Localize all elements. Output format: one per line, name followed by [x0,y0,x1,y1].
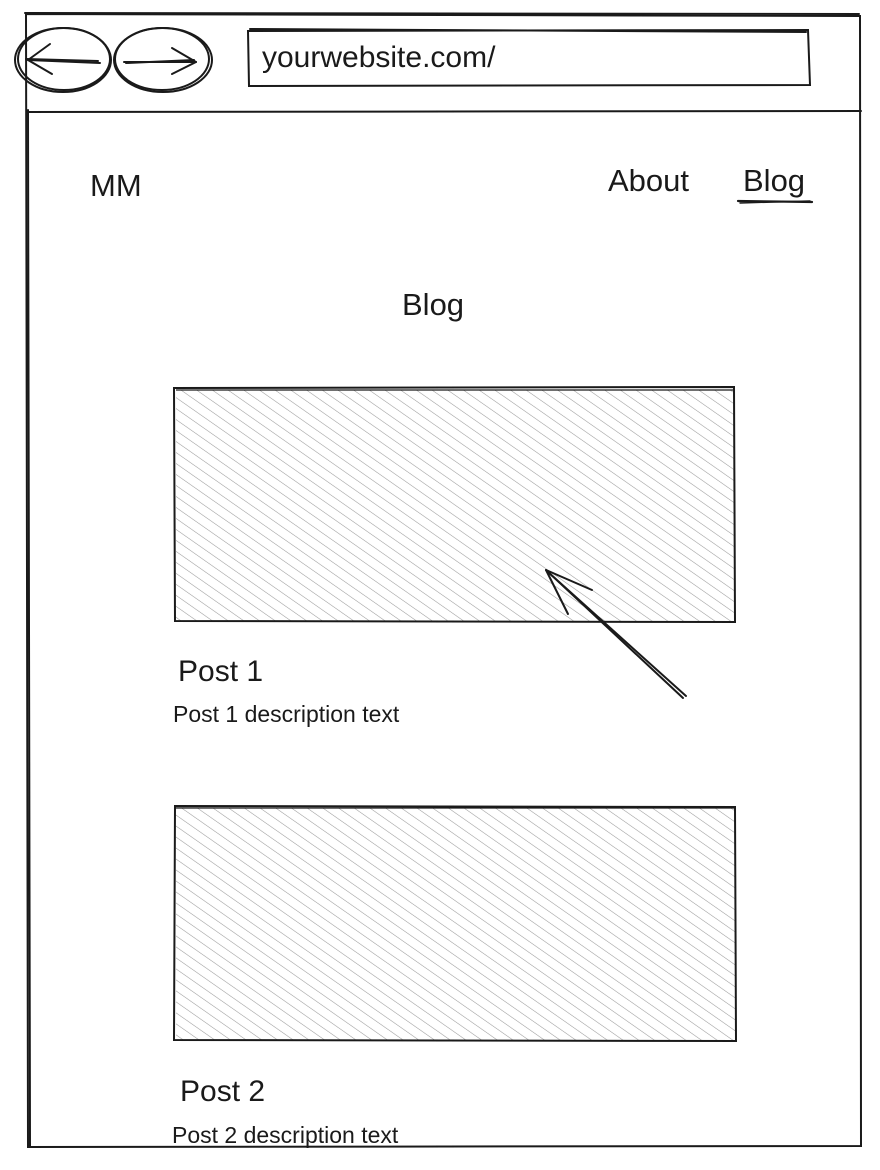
post-2-image-placeholder [172,804,738,1043]
post-1-title[interactable]: Post 1 [178,655,264,688]
url-text: yourwebsite.com/ [262,41,496,74]
post-1-image[interactable] [174,388,736,623]
address-bar-sketch [246,28,812,88]
nav-link-about[interactable]: About [608,163,690,198]
back-button[interactable] [16,26,114,92]
post-2-title[interactable]: Post 2 [180,1075,266,1108]
site-logo[interactable]: MM [90,168,142,203]
nav-link-blog[interactable]: Blog [743,163,806,198]
forward-button-sketch [113,27,213,93]
post-2-description: Post 2 description text [172,1122,399,1148]
back-button-sketch [14,27,112,93]
cursor-arrow-icon [545,569,687,699]
arrow-right-icon [123,47,197,75]
arrow-left-icon [25,43,101,75]
post-1-image-placeholder [172,385,737,624]
forward-button[interactable] [113,26,213,92]
browser-frame [24,12,863,1149]
post-2-image[interactable] [174,806,736,1042]
page-title: Blog [402,287,465,322]
post-1-description: Post 1 description text [173,701,400,727]
